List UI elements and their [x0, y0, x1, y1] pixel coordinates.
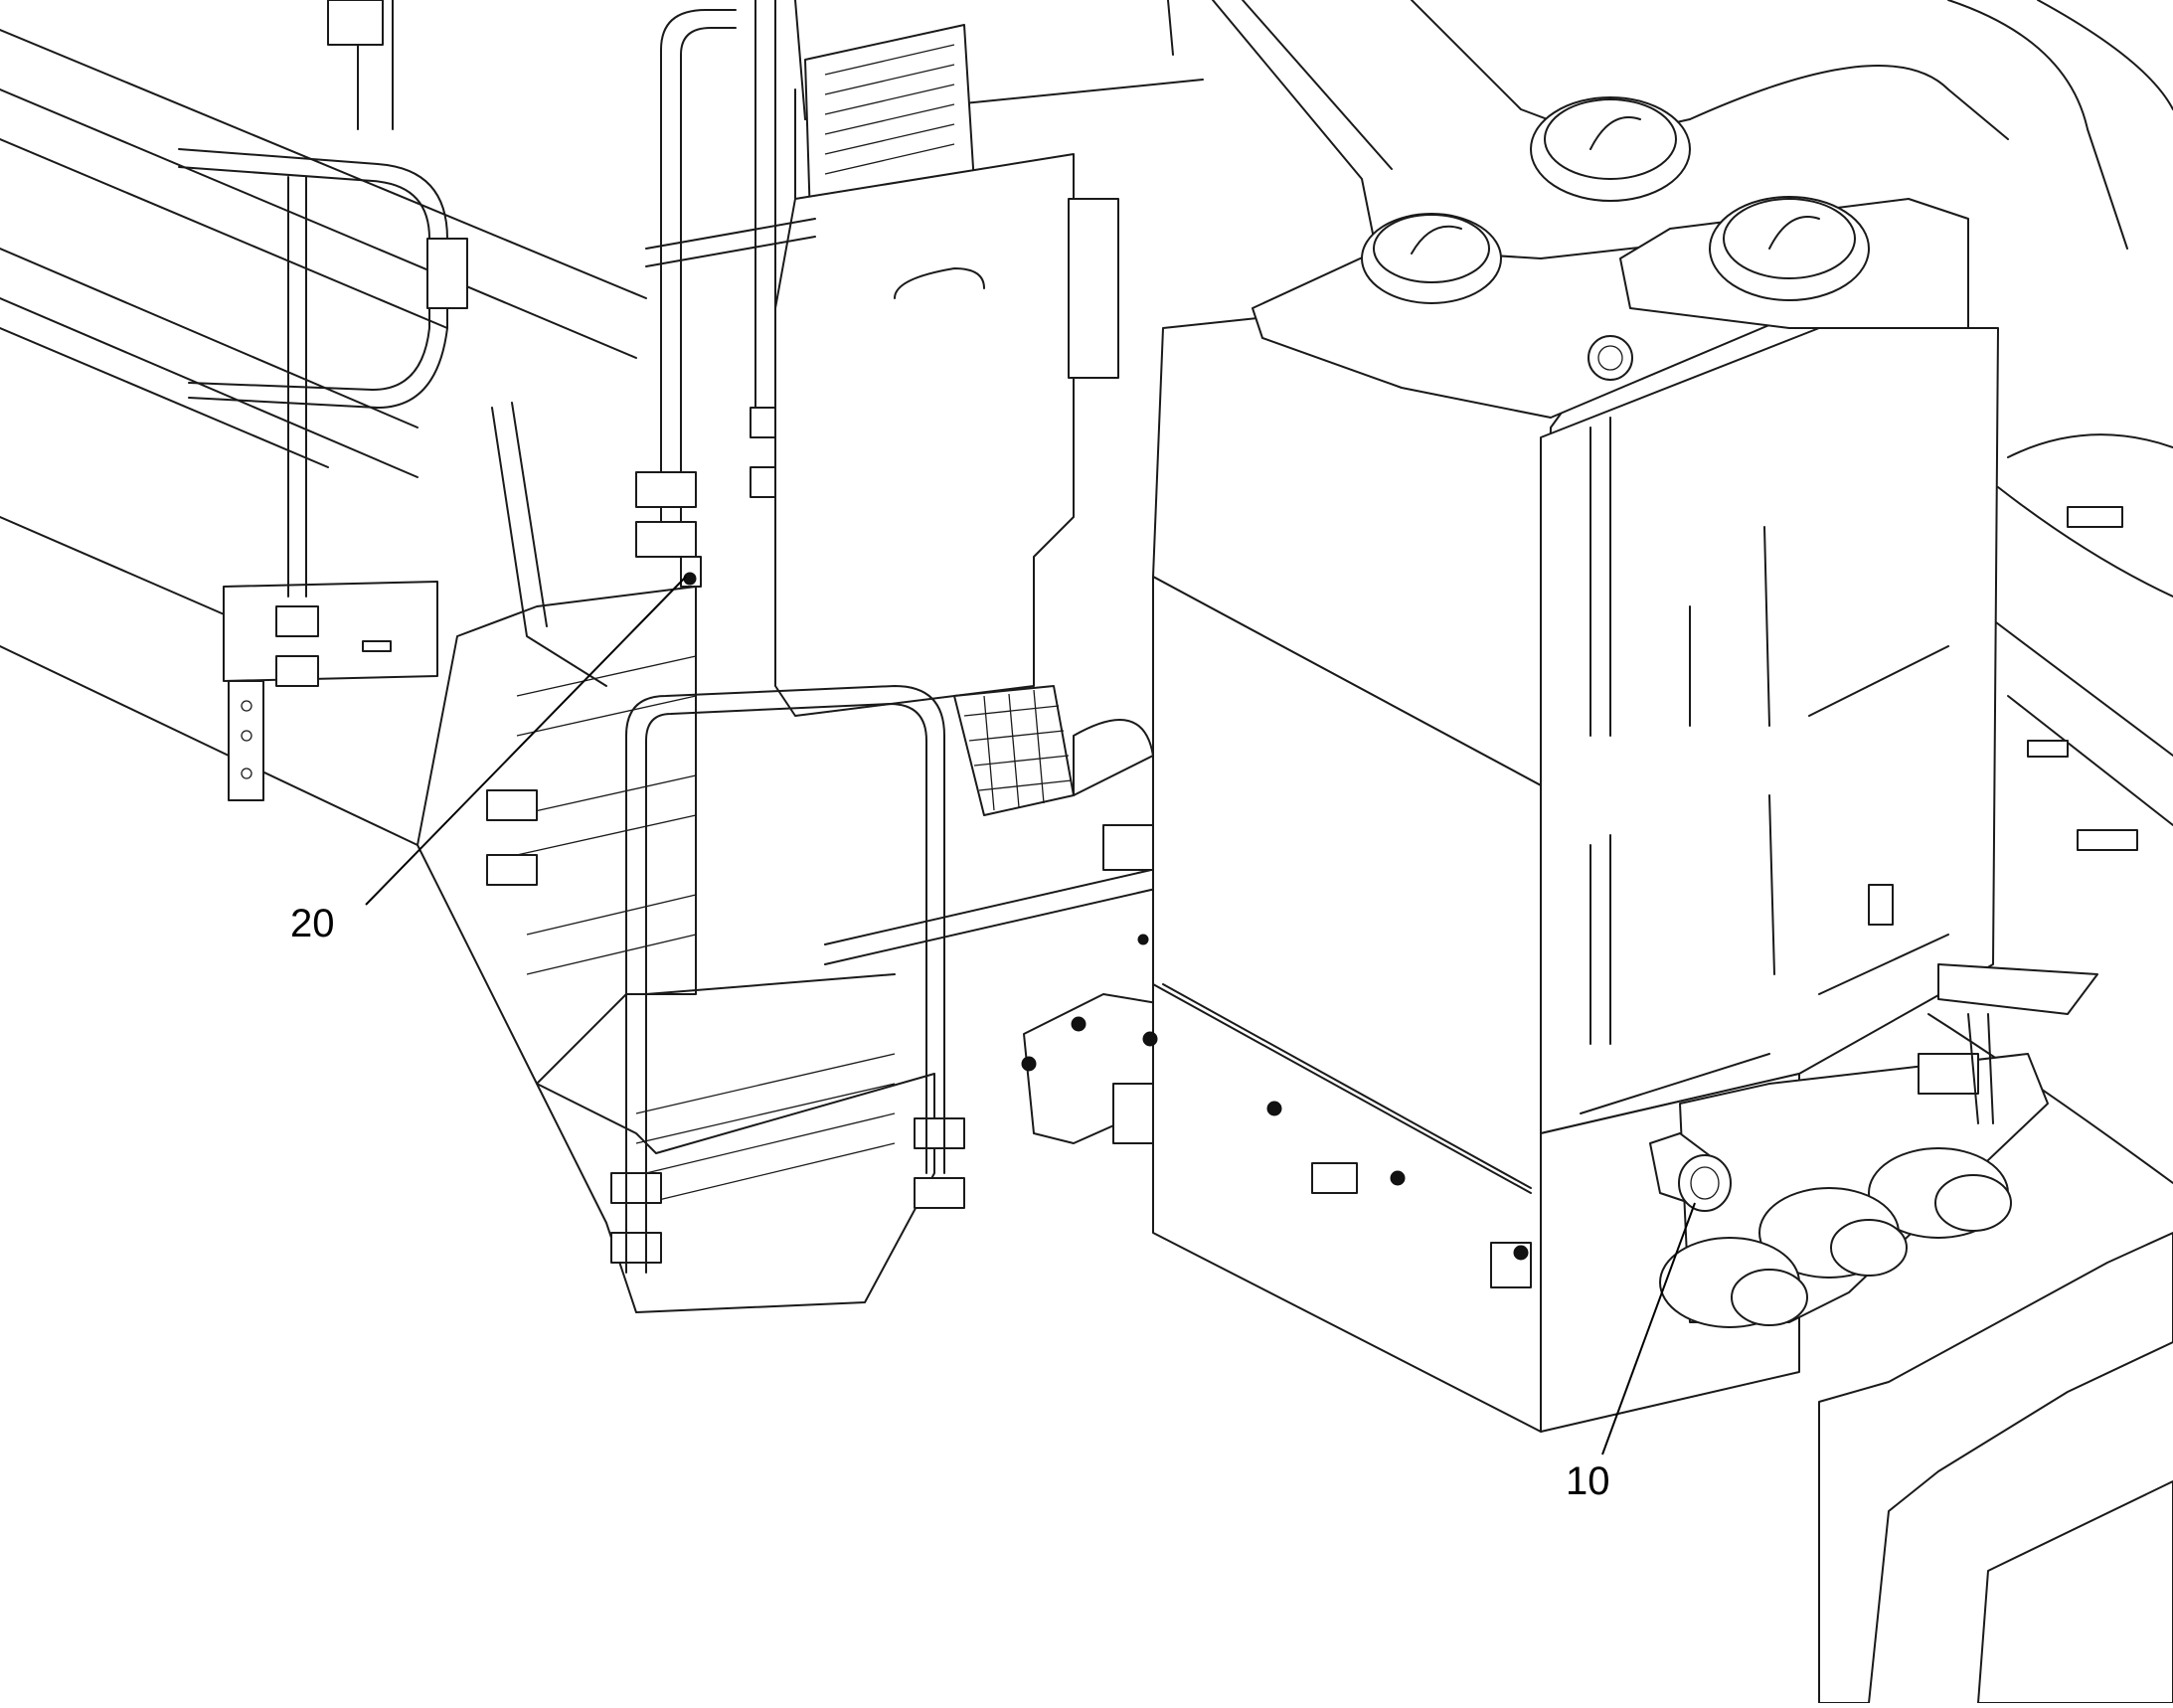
fasteners [1021, 934, 1529, 1261]
frame-right [1212, 0, 2173, 1704]
callout-10-group: 10 [1566, 1202, 1696, 1503]
upper-cabinet [327, 0, 1204, 220]
item-20-fastener [680, 556, 702, 588]
item-10-breather [1649, 1132, 1732, 1212]
tank-block [1152, 287, 1999, 1433]
grating [824, 685, 1174, 1144]
ladder-assembly [635, 0, 1119, 717]
stairs [417, 402, 965, 1313]
leader-line-20 [365, 576, 687, 906]
callout-20-group: 20 [290, 576, 687, 945]
valve-manifold [1659, 963, 2098, 1328]
callout-10-label: 10 [1566, 1459, 1610, 1503]
leader-line-10 [1601, 1202, 1696, 1455]
tank-caps [1252, 96, 1969, 419]
callout-20-label: 20 [290, 902, 335, 945]
handrail-left [178, 148, 468, 687]
